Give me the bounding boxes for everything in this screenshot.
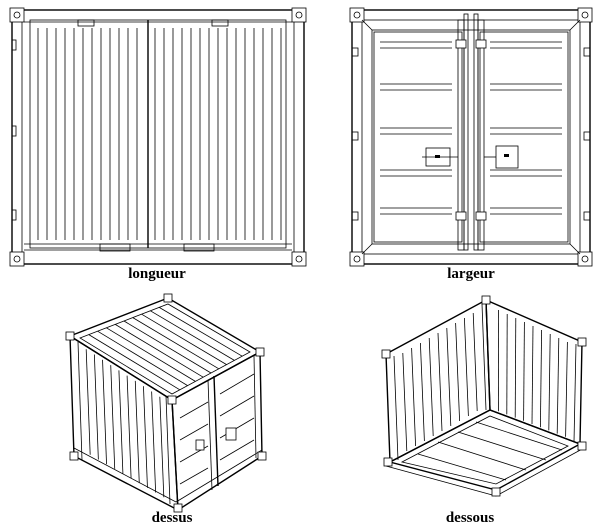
container-end-drawing: [349, 7, 593, 267]
corrugation-line: [455, 322, 460, 422]
corrugation-line: [118, 370, 124, 474]
corrugation-line: [402, 352, 408, 452]
corrugation-line: [565, 341, 568, 437]
view-dessus: dessus: [0, 290, 300, 530]
corrugation-line: [97, 330, 188, 386]
corrugation-line: [437, 332, 443, 432]
corrugation-line: [102, 359, 107, 465]
corrugation-line: [132, 317, 220, 370]
corrugation-line: [420, 342, 425, 442]
view-longueur: longueur: [0, 0, 310, 290]
corrugation-line: [151, 391, 157, 493]
view-dessous: dessous: [300, 290, 600, 530]
corrugation-line: [106, 327, 196, 382]
corrugation-line: [531, 325, 534, 425]
corrugation-line: [141, 313, 227, 365]
corrugation-line: [150, 310, 235, 361]
corrugation-line: [93, 354, 99, 460]
corrugation-line: [428, 337, 434, 437]
corrugation-line: [523, 321, 525, 421]
caption-dessus: dessus: [151, 510, 193, 526]
corrugation-line: [411, 347, 416, 447]
view-largeur: largeur: [340, 0, 600, 290]
corrugation-line: [85, 349, 91, 455]
corrugation-line: [158, 307, 243, 357]
corrugation-line: [88, 334, 181, 391]
caption-dessous: dessous: [445, 510, 495, 526]
container-side-drawing: [9, 7, 307, 267]
corrugation-line: [134, 380, 140, 484]
caption-longueur: longueur: [128, 266, 186, 282]
caption-largeur: largeur: [447, 266, 495, 282]
corrugation-line: [159, 396, 165, 498]
corrugation-line: [110, 365, 116, 469]
container-iso-top-drawing: [65, 293, 267, 513]
corrugation-line: [143, 386, 148, 488]
corrugation-line: [446, 327, 452, 427]
corrugation-line: [472, 312, 478, 412]
corrugation-line: [556, 337, 560, 434]
corrugation-line: [464, 317, 469, 417]
corrugation-line: [126, 375, 132, 479]
corrugation-line: [114, 324, 204, 378]
corrugation-line: [548, 333, 551, 431]
corrugation-line: [123, 320, 212, 374]
corrugation-line: [514, 317, 517, 418]
corrugation-line: [540, 329, 542, 428]
container-iso-bottom-drawing: [381, 295, 587, 497]
